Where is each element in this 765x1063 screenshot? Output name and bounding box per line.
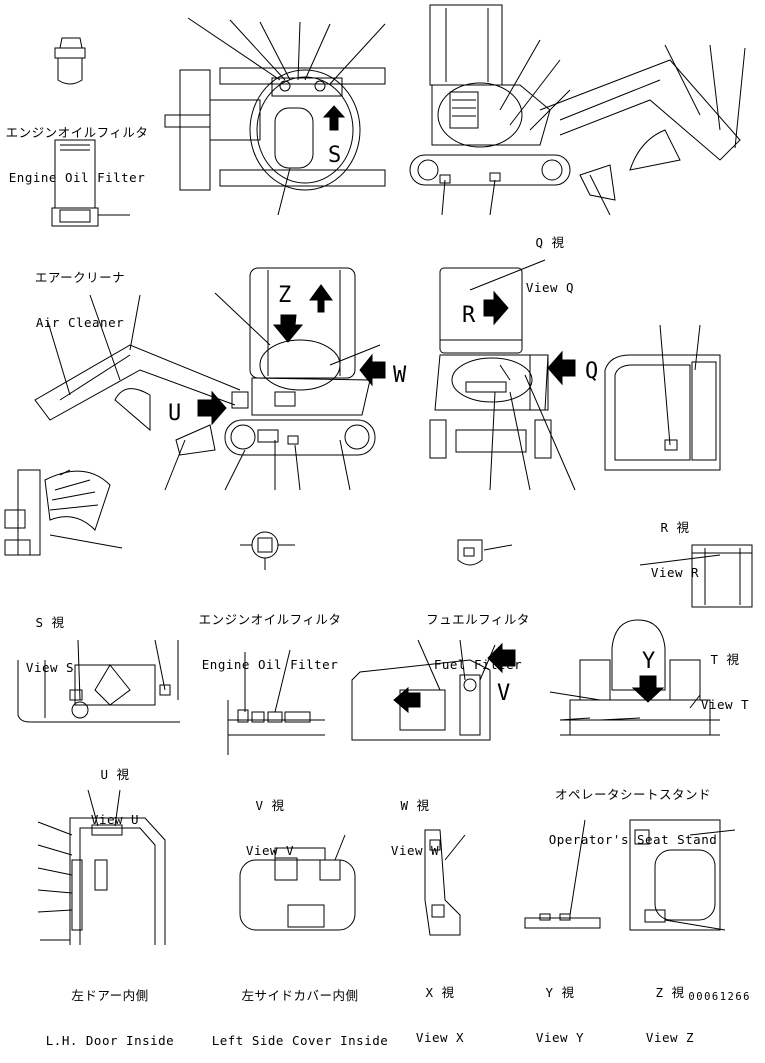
- label-engine-oil-filter-top: エンジンオイルフィルタ Engine Oil Filter: [2, 95, 152, 200]
- label-en: View V: [245, 843, 295, 858]
- document-number: 00061266: [688, 991, 751, 1003]
- view-letter-r: R: [462, 303, 476, 328]
- label-jp: 左ドアー内側: [71, 988, 149, 1003]
- label-jp: W 視: [400, 798, 430, 813]
- label-jp: V 視: [255, 798, 285, 813]
- side-view-machine: [410, 5, 745, 215]
- top-view-machine: [165, 18, 385, 215]
- view-w-detail: [352, 640, 515, 740]
- label-view-w: W 視 View W: [375, 768, 455, 873]
- label-jp: X 視: [425, 985, 455, 1000]
- label-en: View T: [700, 697, 750, 712]
- view-letter-y: Y: [642, 649, 655, 674]
- label-view-r: R 視 View R: [635, 490, 715, 595]
- view-s-detail: [5, 470, 122, 555]
- left-side-cover-inside-detail: [240, 835, 355, 930]
- view-letter-s: S: [328, 143, 341, 168]
- label-jp: Q 視: [535, 235, 565, 250]
- rear-view-machine: [430, 260, 575, 490]
- view-letter-u: U: [168, 401, 181, 426]
- label-jp: フュエルフィルタ: [426, 612, 530, 627]
- lh-door-inside-detail: [38, 790, 165, 945]
- label-engine-oil-filter-mid: エンジンオイルフィルタ Engine Oil Filter: [190, 582, 350, 687]
- label-en: Operator's Seat Stand: [548, 832, 718, 847]
- label-view-q: Q 視 View Q: [510, 205, 590, 310]
- view-z-detail: [630, 820, 735, 930]
- view-v-detail: [228, 650, 325, 755]
- label-jp: T 視: [710, 652, 740, 667]
- view-u-detail: [18, 640, 180, 722]
- label-view-v: V 視 View V: [230, 768, 310, 873]
- label-jp: Z 視: [655, 985, 685, 1000]
- label-view-x: X 視 View X: [405, 955, 475, 1060]
- air-cleaner-part: [52, 140, 130, 226]
- view-letter-v: V: [497, 681, 510, 706]
- label-jp: Y 視: [545, 985, 575, 1000]
- label-en: Air Cleaner: [35, 315, 125, 330]
- label-operator-seat-stand: オペレータシートスタンド Operator's Seat Stand: [538, 757, 728, 862]
- label-view-t: T 視 View T: [690, 622, 760, 727]
- label-en: View R: [650, 565, 700, 580]
- label-jp: エアークリーナ: [34, 270, 126, 285]
- label-en: View Z: [645, 1030, 695, 1045]
- parts-diagram: S: [0, 0, 765, 1005]
- label-en: Engine Oil Filter: [201, 657, 339, 672]
- fuel-filter-detail: [458, 540, 512, 565]
- view-t-detail: [640, 545, 752, 607]
- view-letter-z: Z: [278, 283, 291, 308]
- view-letter-w: W: [393, 363, 407, 388]
- label-en: View W: [390, 843, 440, 858]
- label-en: Left Side Cover Inside: [211, 1033, 389, 1048]
- label-en: View X: [415, 1030, 465, 1045]
- view-x-detail: [425, 830, 465, 935]
- label-fuel-filter: フュエルフィルタ Fuel Filter: [418, 582, 538, 687]
- label-jp: 左サイドカバー内側: [241, 988, 359, 1003]
- label-en: Fuel Filter: [433, 657, 523, 672]
- label-jp: エンジンオイルフィルタ: [198, 612, 342, 627]
- label-en: View S: [25, 660, 75, 675]
- view-letter-q: Q: [585, 359, 598, 384]
- label-en: View Y: [535, 1030, 585, 1045]
- view-y-detail: [525, 820, 600, 928]
- label-view-y: Y 視 View Y: [525, 955, 595, 1060]
- cab-view-r: [605, 325, 720, 470]
- label-view-z: Z 視 View Z: [635, 955, 705, 1060]
- label-lh-door-inside: 左ドアー内側 L.H. Door Inside: [30, 958, 190, 1063]
- label-jp: エンジンオイルフィルタ: [5, 125, 149, 140]
- label-en: Engine Oil Filter: [8, 170, 146, 185]
- label-en: View U: [90, 812, 140, 827]
- engine-oil-filter-part: [55, 38, 85, 84]
- label-jp: オペレータシートスタンド: [554, 787, 711, 802]
- label-left-side-cover-inside: 左サイドカバー内側 Left Side Cover Inside: [195, 958, 405, 1063]
- label-jp: U 視: [100, 767, 130, 782]
- label-en: View Q: [525, 280, 575, 295]
- label-air-cleaner: エアークリーナ Air Cleaner: [15, 240, 145, 345]
- left-side-view-machine: [35, 268, 385, 490]
- label-jp: R 視: [660, 520, 690, 535]
- label-en: L.H. Door Inside: [45, 1033, 175, 1048]
- label-jp: S 視: [35, 615, 65, 630]
- label-view-u: U 視 View U: [75, 737, 155, 842]
- engine-oil-filter-detail: [240, 532, 295, 570]
- operator-seat-stand-detail: [550, 620, 720, 735]
- label-view-s: S 視 View S: [10, 585, 90, 690]
